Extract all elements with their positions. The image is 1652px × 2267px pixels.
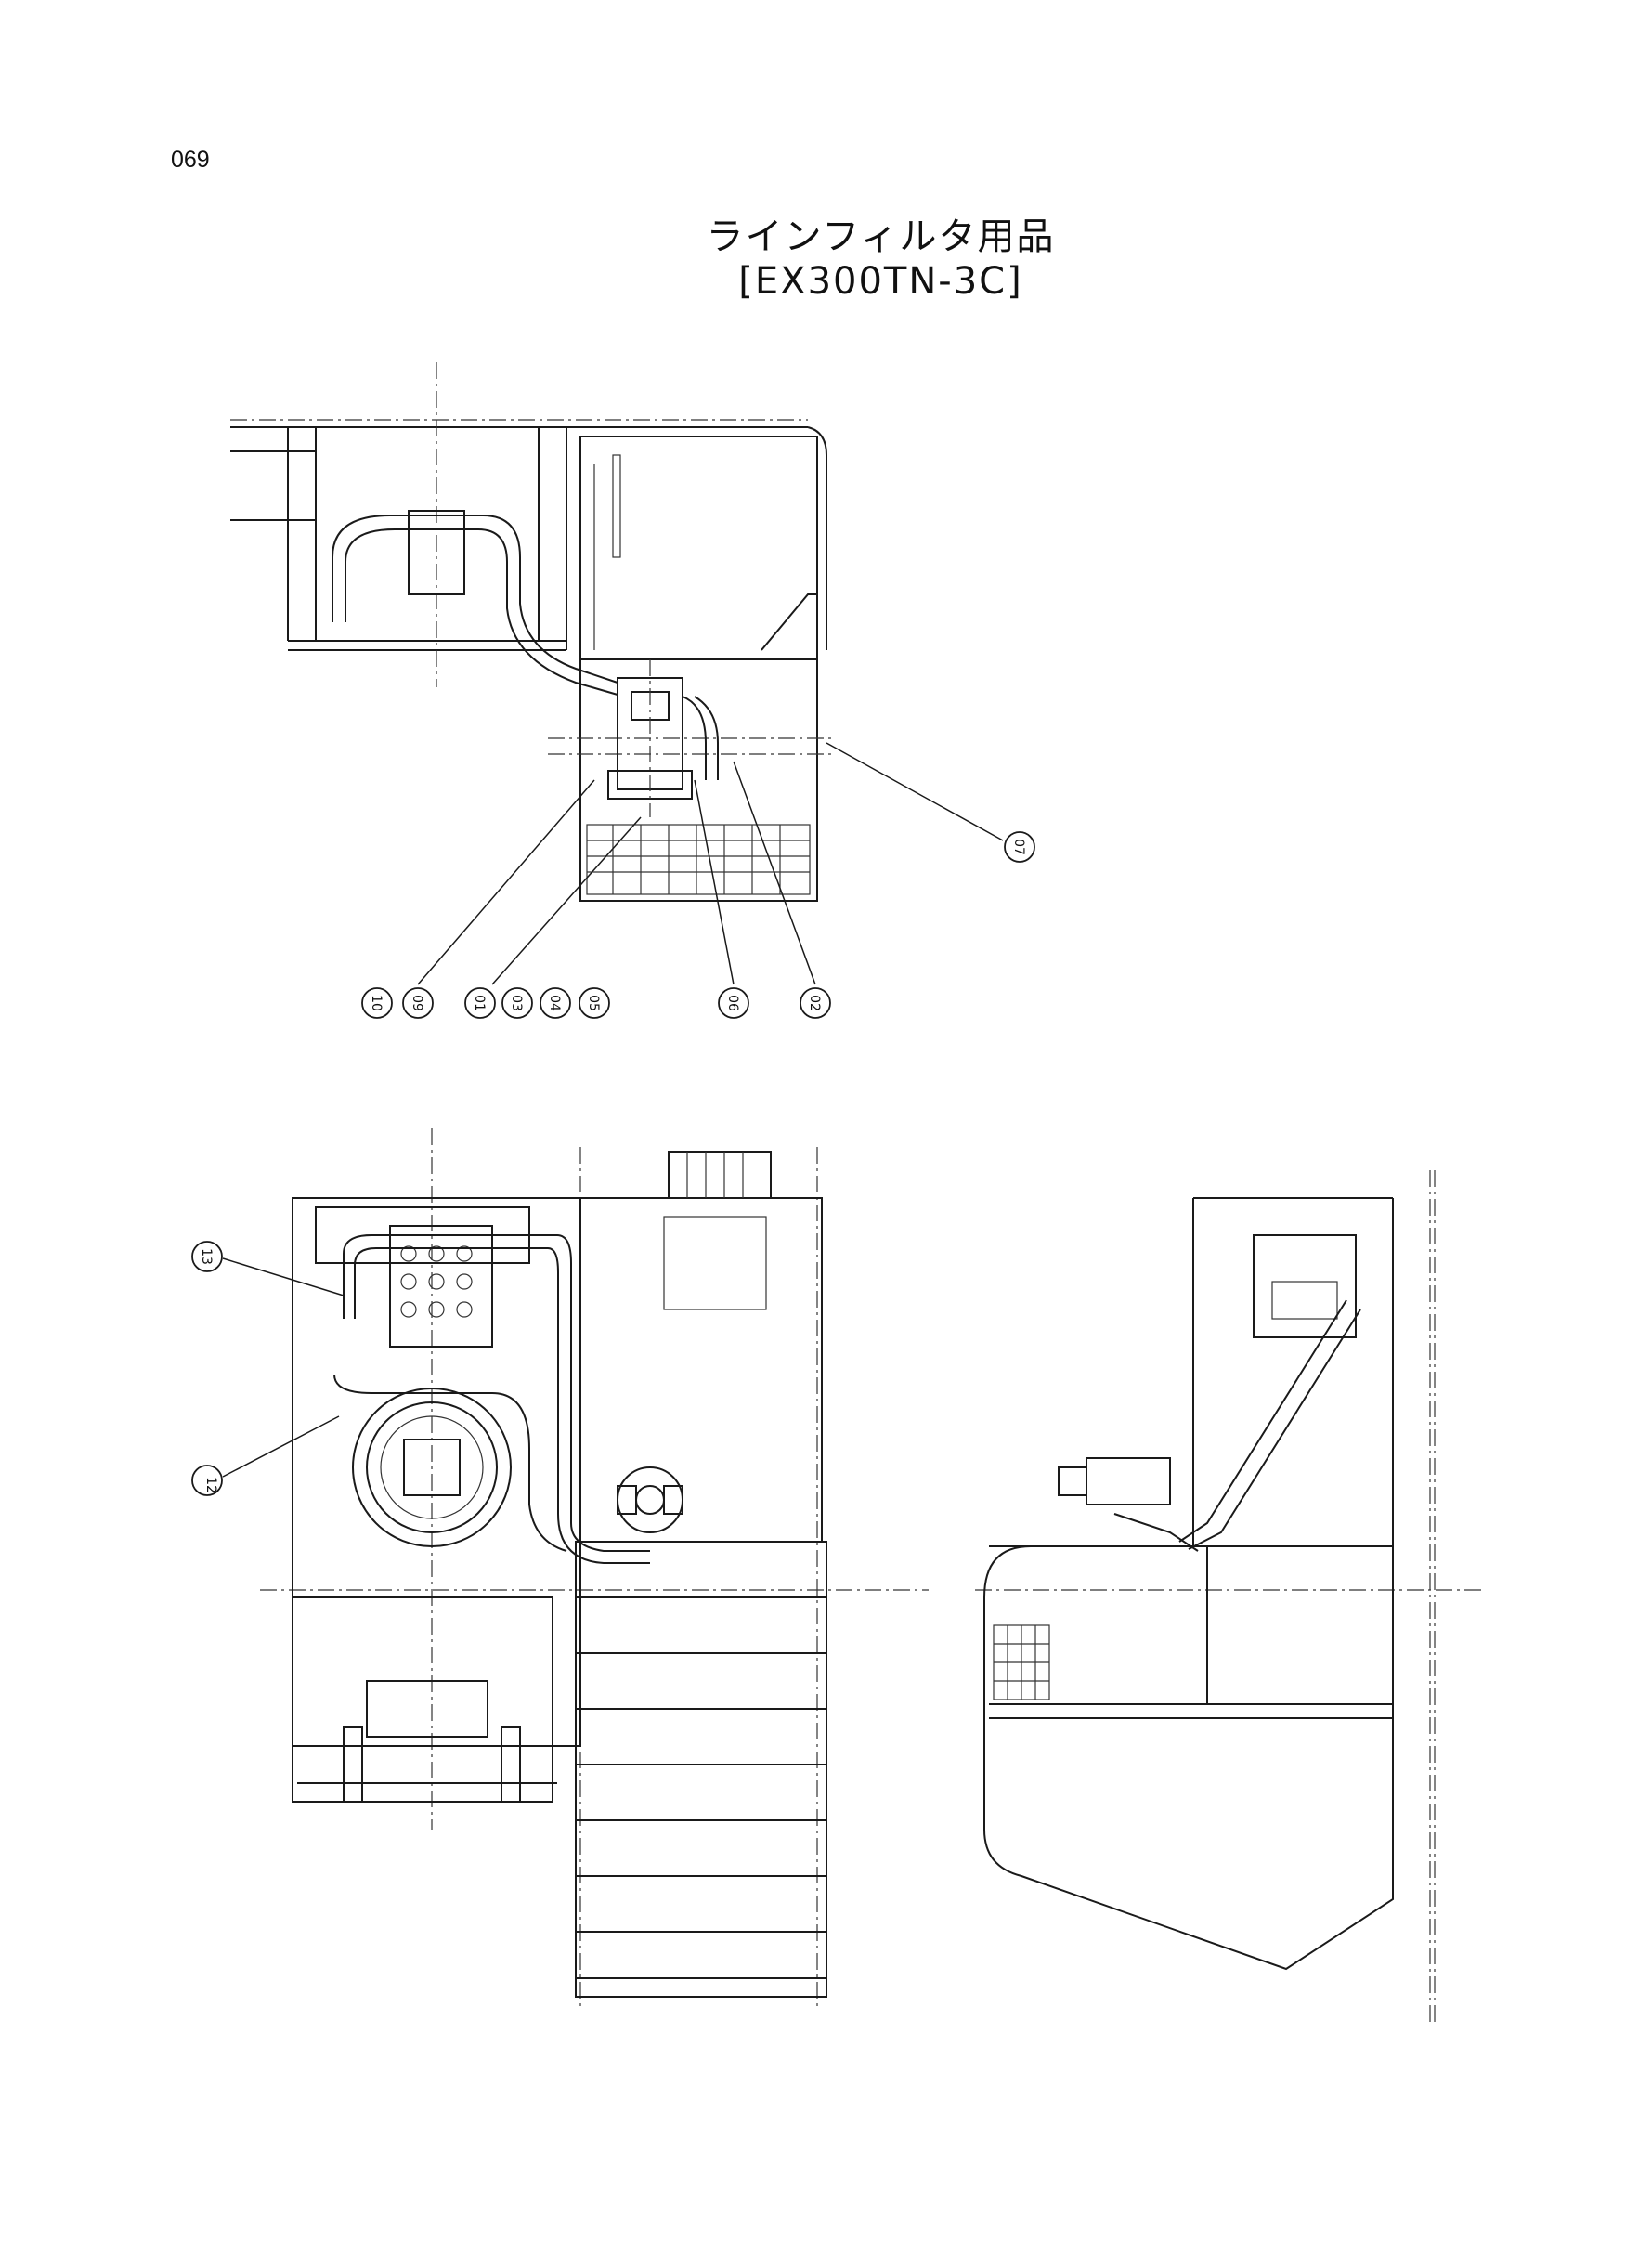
svg-text:04: 04	[547, 995, 562, 1011]
svg-text:02: 02	[807, 995, 822, 1011]
callout-10: 10	[361, 987, 393, 1019]
side-view	[975, 1170, 1486, 2025]
page-number: 069	[171, 147, 210, 173]
top-view	[230, 362, 836, 902]
svg-text:10: 10	[369, 995, 384, 1011]
callout-05: 05	[579, 987, 610, 1019]
front-view	[260, 1128, 929, 2006]
front-view-callouts: 13 12	[191, 1241, 345, 1496]
svg-text:09: 09	[410, 995, 424, 1011]
svg-text:12: 12	[203, 1477, 218, 1493]
svg-text:13: 13	[199, 1248, 214, 1265]
line-filter	[607, 659, 693, 817]
callout-09: 09	[402, 987, 434, 1019]
svg-text:01: 01	[472, 995, 487, 1011]
callout-06: 06	[718, 987, 749, 1019]
callout-12: 12	[191, 1465, 223, 1496]
top-view-callouts: 10 09 01 03 04 05 06 02	[361, 742, 1035, 1019]
svg-text:07: 07	[1011, 839, 1026, 855]
model-label: [EX300TN-3C]	[738, 260, 1023, 303]
grille	[586, 824, 811, 895]
page-title: ラインフィルタ用品	[706, 215, 1056, 258]
callout-03: 03	[501, 987, 533, 1019]
callout-01: 01	[464, 987, 496, 1019]
side-grille	[993, 1624, 1050, 1700]
callout-13: 13	[191, 1241, 223, 1272]
callout-02: 02	[800, 987, 831, 1019]
callout-07: 07	[1004, 831, 1035, 863]
svg-text:03: 03	[509, 995, 524, 1011]
svg-text:06: 06	[725, 995, 740, 1011]
svg-text:05: 05	[586, 995, 601, 1011]
callout-04: 04	[540, 987, 571, 1019]
